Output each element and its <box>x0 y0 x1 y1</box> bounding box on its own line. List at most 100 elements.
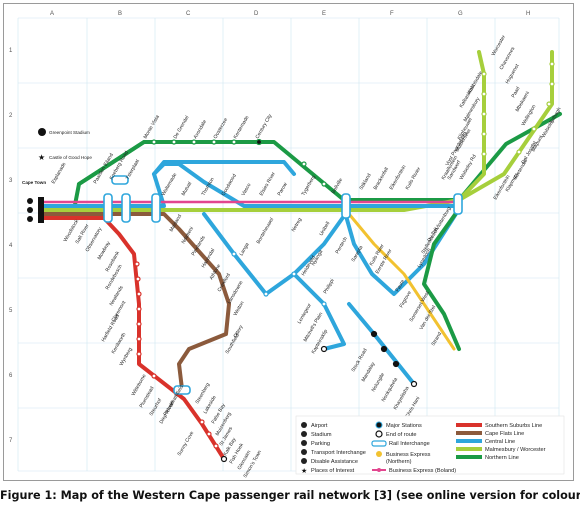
station-dot <box>392 360 400 368</box>
interchange-marker <box>341 193 351 219</box>
station-dot <box>134 261 140 267</box>
cape-flats-line <box>42 212 231 391</box>
interchange-marker <box>453 193 463 215</box>
interchange-marker <box>121 193 131 223</box>
grid-labels: A B C D E F G H 1 2 3 4 5 6 7 <box>9 11 530 444</box>
central-branch-mitchells <box>292 272 346 351</box>
station-label: Kuils Rivier <box>405 166 423 191</box>
station-dots-red <box>134 261 228 463</box>
station-label: Wynberg <box>119 347 134 367</box>
major-station-icon <box>375 421 383 429</box>
station-dot <box>135 276 141 282</box>
station-dot <box>151 373 157 379</box>
station-dot <box>380 345 388 353</box>
station-label: Worcester <box>491 34 508 57</box>
station-dot <box>136 351 142 357</box>
station-dot <box>211 139 217 145</box>
station-label: Mutual <box>181 181 194 197</box>
col-label-f: F <box>390 11 394 17</box>
airport-icon <box>301 422 307 428</box>
col-label-d: D <box>254 11 259 17</box>
central-branch-south <box>202 207 351 296</box>
central-branch-a <box>152 160 296 176</box>
station-label: Wolseley Rd <box>459 154 478 181</box>
cape-town-label: Cape Town <box>22 180 46 185</box>
business-express-icon <box>376 451 382 457</box>
station-dot <box>549 81 555 87</box>
station-dot <box>549 61 555 67</box>
station-dot <box>136 336 142 342</box>
station-dot <box>231 251 237 257</box>
station-label: Tygerberg <box>301 174 318 197</box>
station-dot <box>410 380 418 388</box>
station-label: Mowbray <box>97 240 113 261</box>
station-label: Kentemade <box>233 115 251 140</box>
row-label-5: 5 <box>9 308 13 314</box>
row-label-2: 2 <box>9 113 13 119</box>
station-label: De Grendel <box>173 115 191 140</box>
station-label: Stikland <box>359 172 373 191</box>
station-label: Parow <box>277 181 289 197</box>
grid <box>17 17 560 472</box>
station-label: Strand <box>431 331 444 347</box>
rail-interchange-icon <box>371 440 387 447</box>
station-label: Oosterzee <box>213 117 230 140</box>
col-label-h: H <box>526 11 530 17</box>
station-dot <box>151 139 157 145</box>
strand-line <box>347 212 456 351</box>
stadium-icon <box>301 431 307 437</box>
castle-label: Castle of Good Hope <box>49 155 92 160</box>
station-dot <box>481 111 487 117</box>
station-dot <box>255 138 263 146</box>
station-label: Nolungile <box>371 372 387 393</box>
station-dot <box>199 419 205 425</box>
col-label-b: B <box>118 11 122 17</box>
legend-places: Places of Interest <box>311 468 355 474</box>
stellenbosch-line <box>422 207 461 351</box>
station-label: Nonkqubela <box>381 377 400 403</box>
legend-northern-note: (Northern) <box>386 459 412 465</box>
col-label-a: A <box>50 11 54 17</box>
station-label: Bonteheuwel <box>256 217 276 245</box>
parking-icon <box>27 207 33 213</box>
col-label-g: G <box>458 11 463 17</box>
station-label: Netreg <box>291 217 304 233</box>
station-label: Wetton <box>233 300 246 317</box>
station-dot <box>263 291 269 297</box>
greenpoint-label: Greenpoint Stadium <box>49 130 90 135</box>
row-label-6: 6 <box>9 373 13 379</box>
station-dots <box>151 138 327 187</box>
legend-end: End of route <box>386 432 416 438</box>
castle-icon: ★ <box>38 153 45 162</box>
station-dot <box>531 126 537 132</box>
parking-icon <box>301 440 307 446</box>
legend-transport: Transport Interchange <box>311 450 366 456</box>
station-label: Woltemade <box>161 172 179 197</box>
station-dot <box>291 271 297 277</box>
station-dot <box>220 455 228 463</box>
rail-map: A B C D E F G H 1 2 3 4 5 6 7 <box>9 11 565 479</box>
row-label-1: 1 <box>9 48 13 54</box>
station-dot <box>481 151 487 157</box>
station-dots-green <box>481 61 555 157</box>
station-label: Century City <box>255 113 274 140</box>
legend-box <box>295 415 565 475</box>
station-label: Lansdowne <box>227 280 245 305</box>
legend-southern: Southern Suburbs Line <box>485 423 542 429</box>
disable-icon <box>27 216 33 222</box>
business-boland-dot <box>377 468 381 472</box>
station-dot <box>370 330 378 338</box>
station-label: Steurhof <box>149 397 164 417</box>
station-label: Huguenot <box>505 63 521 85</box>
station-dot <box>516 149 522 155</box>
legend: Airport Stadium Parking Transport Interc… <box>295 415 565 475</box>
cape-town-terminus <box>38 197 44 223</box>
legend-business-boland: Business Express (Boland) <box>389 468 456 474</box>
station-label: Ysterplaat <box>125 158 142 181</box>
station-label: Khayelitsha <box>393 385 411 411</box>
station-dot <box>206 431 212 437</box>
station-label: Sunny Cove <box>177 430 196 457</box>
legend-rail-interchange: Rail Interchange <box>389 441 430 447</box>
station-label: Pentech <box>335 236 349 255</box>
station-label: Firgrove <box>399 290 413 309</box>
